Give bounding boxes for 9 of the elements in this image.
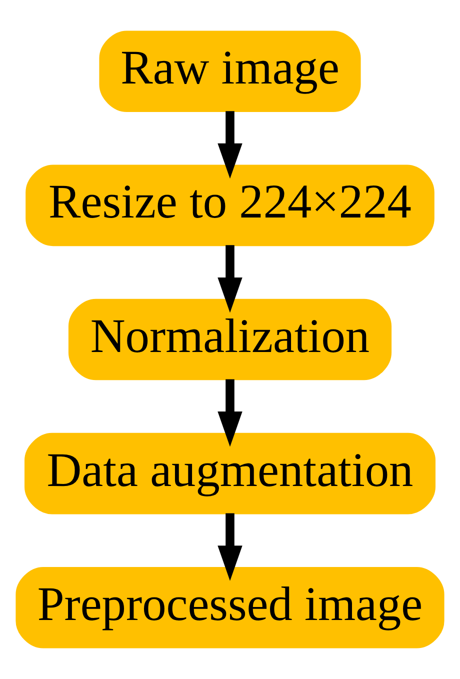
arrow	[218, 513, 242, 581]
arrow	[218, 379, 242, 447]
node-box: Resize to 224×224	[26, 164, 434, 246]
node-box: Preprocessed image	[16, 566, 444, 648]
arrow	[218, 245, 242, 313]
node-box: Data augmentation	[24, 432, 436, 514]
node-box: Normalization	[68, 298, 392, 380]
arrow	[218, 111, 242, 179]
node-box: Raw image	[99, 30, 361, 112]
